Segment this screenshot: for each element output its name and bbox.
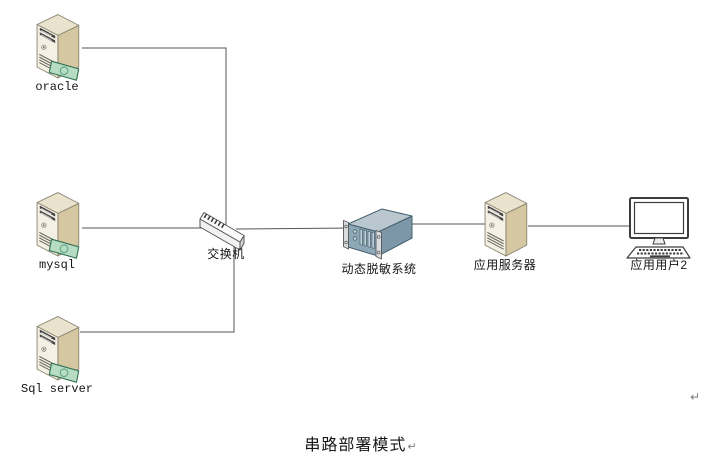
node-masking-system: 动态脱敏系统 [340,202,418,276]
node-sqlserver: Sql server [21,312,93,396]
diagram-title-text: 串路部署模式 [304,437,407,454]
tower-server-icon [28,188,86,261]
edge-oracle-switch [82,47,227,230]
node-label-app-user: 应用用户2 [630,258,688,272]
node-label-sqlserver: Sql server [20,382,94,396]
workstation-icon [624,196,694,260]
diagram-title: 串路部署模式↵ [0,431,721,455]
rack-appliance-icon [340,202,418,262]
node-label-switch: 交换机 [207,247,245,261]
node-app-user: 应用用户2 [624,196,694,272]
node-mysql: mysql [28,188,86,272]
node-label-masking-system: 动态脱敏系统 [341,262,417,276]
tower-server-icon [28,312,86,385]
node-app-server: 应用服务器 [474,188,536,272]
tower-server-icon [476,188,534,261]
tower-server-icon [28,10,86,83]
edge-sqlserver-switch [80,243,235,333]
node-switch: 交换机 [194,204,258,261]
trailing-paragraph-mark-icon: ↵ [690,390,701,404]
node-oracle: oracle [28,10,86,94]
edge-switch-masking [235,227,355,230]
paragraph-mark-icon: ↵ [407,441,417,453]
node-label-oracle: oracle [35,80,79,94]
node-label-mysql: mysql [38,258,76,272]
node-label-app-server: 应用服务器 [473,258,537,272]
